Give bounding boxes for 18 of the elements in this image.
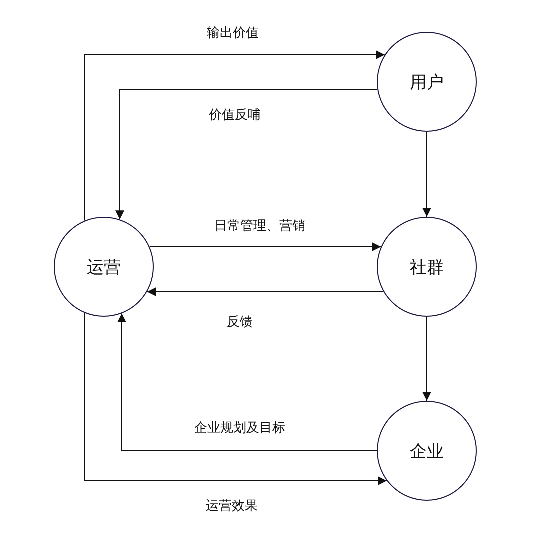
arrow: [84, 312, 388, 486]
arrow: [146, 288, 384, 296]
arrow: [149, 242, 382, 252]
node-label: 社群: [410, 256, 444, 278]
arrow: [422, 132, 432, 218]
edge-label: 企业规划及目标: [194, 419, 286, 437]
edge-label: 输出价值: [207, 24, 259, 42]
edge-label: 运营效果: [206, 497, 258, 515]
edge-label: 反馈: [227, 313, 253, 331]
node-label: 运营: [87, 256, 121, 278]
edge-label: 日常管理、营销: [214, 217, 306, 235]
node-label: 企业: [410, 440, 444, 462]
edge-label: 价值反哺: [209, 106, 261, 124]
arrow: [84, 50, 386, 222]
arrow: [118, 313, 378, 452]
node-label: 用户: [410, 72, 444, 94]
arrow: [422, 316, 432, 402]
arrow: [116, 90, 378, 220]
